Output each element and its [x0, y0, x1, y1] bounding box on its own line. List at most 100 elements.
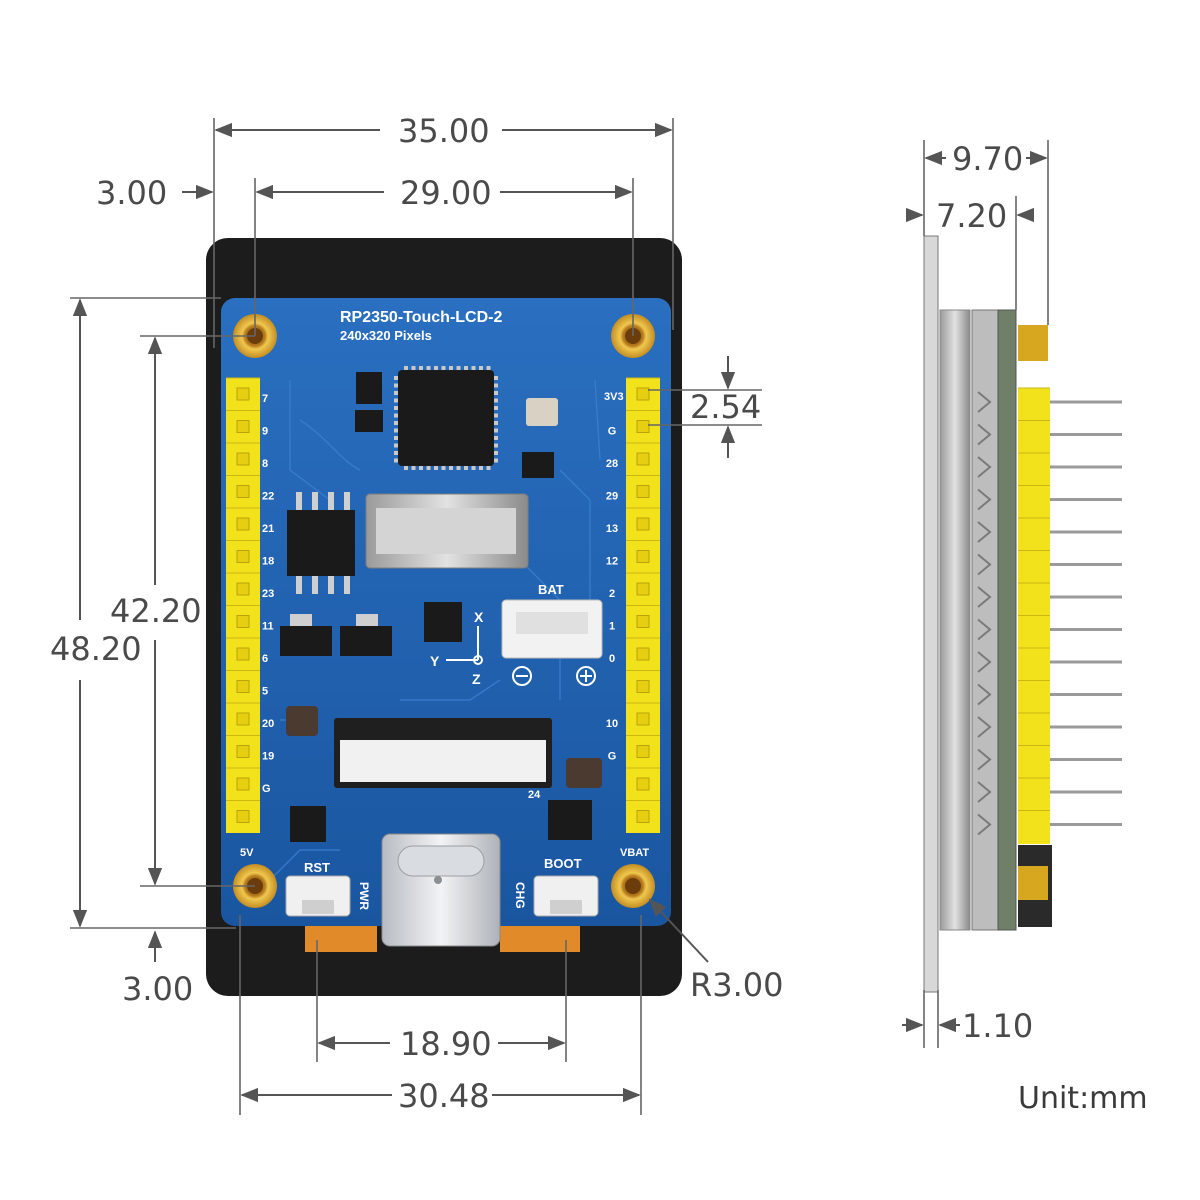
- mounting-hole-icon: [611, 864, 655, 908]
- mcu-pad: [479, 466, 483, 470]
- flash-pins: [296, 492, 350, 594]
- side-clip: [977, 813, 992, 836]
- dim-pin-pitch: 2.54: [690, 388, 761, 426]
- mcu-pad: [434, 466, 438, 470]
- mcu-pad: [419, 466, 423, 470]
- pin-contact: [636, 777, 650, 791]
- pin-label: 13: [606, 523, 618, 535]
- pin-label-3v3: 3V3: [604, 391, 624, 403]
- dim-hole-spacing-y: 42.20: [110, 592, 202, 630]
- pin-label: 7: [262, 393, 268, 405]
- pin-contact: [636, 647, 650, 661]
- pin-label: G: [608, 751, 617, 763]
- fpc-pin-number: 24: [528, 789, 541, 801]
- mcu-pad: [441, 366, 446, 370]
- pin-contact: [236, 810, 250, 823]
- flex-tab-right: [500, 922, 580, 952]
- pin-label: 21: [262, 523, 274, 535]
- pin-contact: [236, 485, 250, 498]
- side-clip: [977, 683, 992, 706]
- regulator-chip: [522, 452, 554, 478]
- pin-contact: [236, 582, 250, 596]
- boot-label: BOOT: [544, 856, 582, 871]
- side-clip: [977, 781, 992, 803]
- mcu-pad: [394, 413, 398, 418]
- dim-corner-radius: R3.00: [690, 966, 783, 1004]
- rst-label: RST: [304, 860, 330, 875]
- mcu-pad: [404, 466, 408, 470]
- mcu-pad: [464, 466, 468, 470]
- flex-tab-left: [305, 922, 377, 952]
- pin-contact: [236, 517, 250, 531]
- side-shield: [971, 309, 999, 931]
- smd-chip: [548, 800, 592, 840]
- side-pin-header: [977, 387, 1122, 844]
- dim-edge-offset-bottom: 3.00: [122, 970, 193, 1008]
- pin-label: G: [608, 426, 617, 438]
- unit-label: Unit:mm: [1018, 1081, 1148, 1116]
- battery-connector-slot: [516, 612, 588, 634]
- pin-contact: [636, 810, 650, 823]
- pin-contact: [636, 745, 650, 758]
- inductor: [566, 758, 602, 788]
- pin-contact: [636, 582, 650, 596]
- smd-chip: [355, 410, 383, 432]
- pin-contact: [636, 550, 650, 563]
- mcu-pad: [494, 391, 498, 395]
- usb-c-opening: [397, 845, 485, 877]
- pin-label: 0: [609, 653, 615, 665]
- pin-contact: [636, 680, 650, 693]
- mcu-pad: [479, 366, 483, 370]
- mcu-pad: [494, 413, 498, 418]
- power-chip: [340, 626, 392, 656]
- mcu-chip: [398, 370, 494, 466]
- dim-overall-height: 48.20: [50, 630, 142, 668]
- mcu-pad: [394, 451, 398, 455]
- pin-contact: [636, 615, 650, 628]
- mcu-pad: [486, 366, 491, 370]
- mcu-pad: [494, 458, 498, 463]
- mcu-pad: [411, 366, 416, 370]
- mcu-pad: [486, 466, 491, 470]
- rst-button-cap: [302, 900, 334, 914]
- power-chip: [280, 626, 332, 656]
- dim-header-span: 30.48: [398, 1077, 490, 1115]
- side-dimensions: 9.70 7.20 1.10: [902, 140, 1049, 1048]
- mcu-pad: [494, 436, 498, 440]
- axis-indicator-icon: [446, 626, 483, 665]
- dim-edge-offset-top: 3.00: [96, 174, 167, 212]
- side-lcd-frame: [939, 309, 971, 931]
- dim-side-total: 9.70: [952, 140, 1023, 178]
- side-clip: [977, 748, 992, 771]
- side-clip: [977, 423, 992, 446]
- pin-label: 18: [262, 556, 274, 568]
- pin-contact: [236, 550, 250, 563]
- side-clip: [977, 521, 992, 543]
- pin-contact: [636, 420, 650, 433]
- pin-label: 8: [262, 458, 268, 470]
- pin-label: G: [262, 783, 271, 795]
- mcu-pad: [494, 428, 498, 433]
- mcu-pad: [426, 366, 431, 370]
- pin-contact: [236, 712, 250, 726]
- pin-label: 9: [262, 426, 268, 438]
- power-chip-tab: [356, 614, 378, 626]
- pin-label: 5: [262, 686, 268, 698]
- pin-label: 1: [609, 621, 615, 633]
- pin-contact: [636, 712, 650, 726]
- crystal: [526, 398, 558, 426]
- mcu-pad: [471, 466, 476, 470]
- axis-y-label: Y: [430, 653, 440, 669]
- side-component: [1018, 866, 1048, 900]
- pin-label: 23: [262, 588, 274, 600]
- mcu-pad: [494, 406, 498, 410]
- pin-contact: [236, 452, 250, 466]
- right-pin-header: [626, 377, 660, 833]
- left-pin-header: [226, 377, 260, 833]
- pin-contact: [636, 387, 650, 401]
- side-clip: [977, 651, 992, 673]
- boot-button-cap: [550, 900, 582, 914]
- mcu-pad: [494, 421, 498, 425]
- mcu-pad: [394, 436, 398, 440]
